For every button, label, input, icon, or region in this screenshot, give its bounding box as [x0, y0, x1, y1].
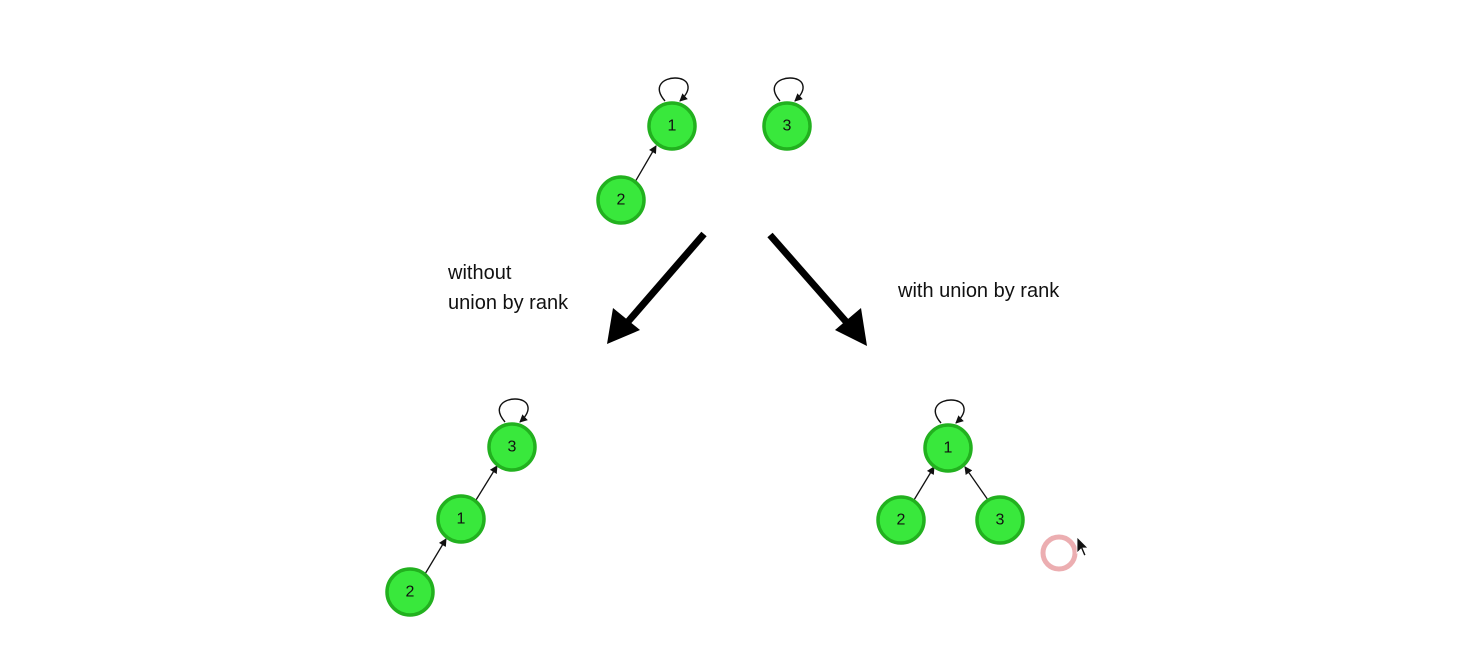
- caption-without-line2: union by rank: [448, 292, 569, 314]
- parent-edge: [475, 465, 498, 501]
- mouse-pointer-icon: [1076, 536, 1089, 557]
- node-label: 3: [996, 512, 1005, 529]
- self-loop-edge: [498, 398, 529, 423]
- node-label: 2: [406, 584, 415, 601]
- node-label: 3: [783, 118, 792, 135]
- forest-without-rank: 3 1 2: [385, 398, 537, 617]
- click-ring-icon: [1040, 534, 1078, 572]
- tree-node: 3: [975, 495, 1025, 545]
- parent-edge: [913, 466, 935, 501]
- branch-arrow-left: [607, 231, 707, 344]
- initial-forest: 1 2 3: [596, 77, 812, 225]
- caption-without-line1: without: [447, 262, 512, 284]
- parent-edge: [424, 538, 447, 575]
- node-label: 1: [944, 440, 953, 457]
- tree-node: 1: [923, 423, 973, 473]
- parent-edge: [634, 145, 657, 183]
- caption-with-rank: with union by rank: [897, 280, 1060, 302]
- node-label: 3: [508, 439, 517, 456]
- tree-node: 3: [762, 101, 812, 151]
- node-label: 2: [897, 512, 906, 529]
- tree-node: 2: [876, 495, 926, 545]
- parent-edge: [964, 466, 989, 501]
- tree-node: 2: [385, 567, 435, 617]
- tree-node: 1: [436, 494, 486, 544]
- branch-arrow-right: [767, 232, 867, 346]
- self-loop-edge: [773, 77, 804, 102]
- tree-node: 2: [596, 175, 646, 225]
- node-label: 2: [617, 192, 626, 209]
- tree-node: 3: [487, 422, 537, 472]
- self-loop-edge: [658, 77, 689, 102]
- tree-node: 1: [647, 101, 697, 151]
- self-loop-edge: [934, 399, 965, 424]
- node-label: 1: [457, 511, 466, 528]
- forest-with-rank: 1 2 3: [876, 399, 1025, 545]
- node-label: 1: [668, 118, 677, 135]
